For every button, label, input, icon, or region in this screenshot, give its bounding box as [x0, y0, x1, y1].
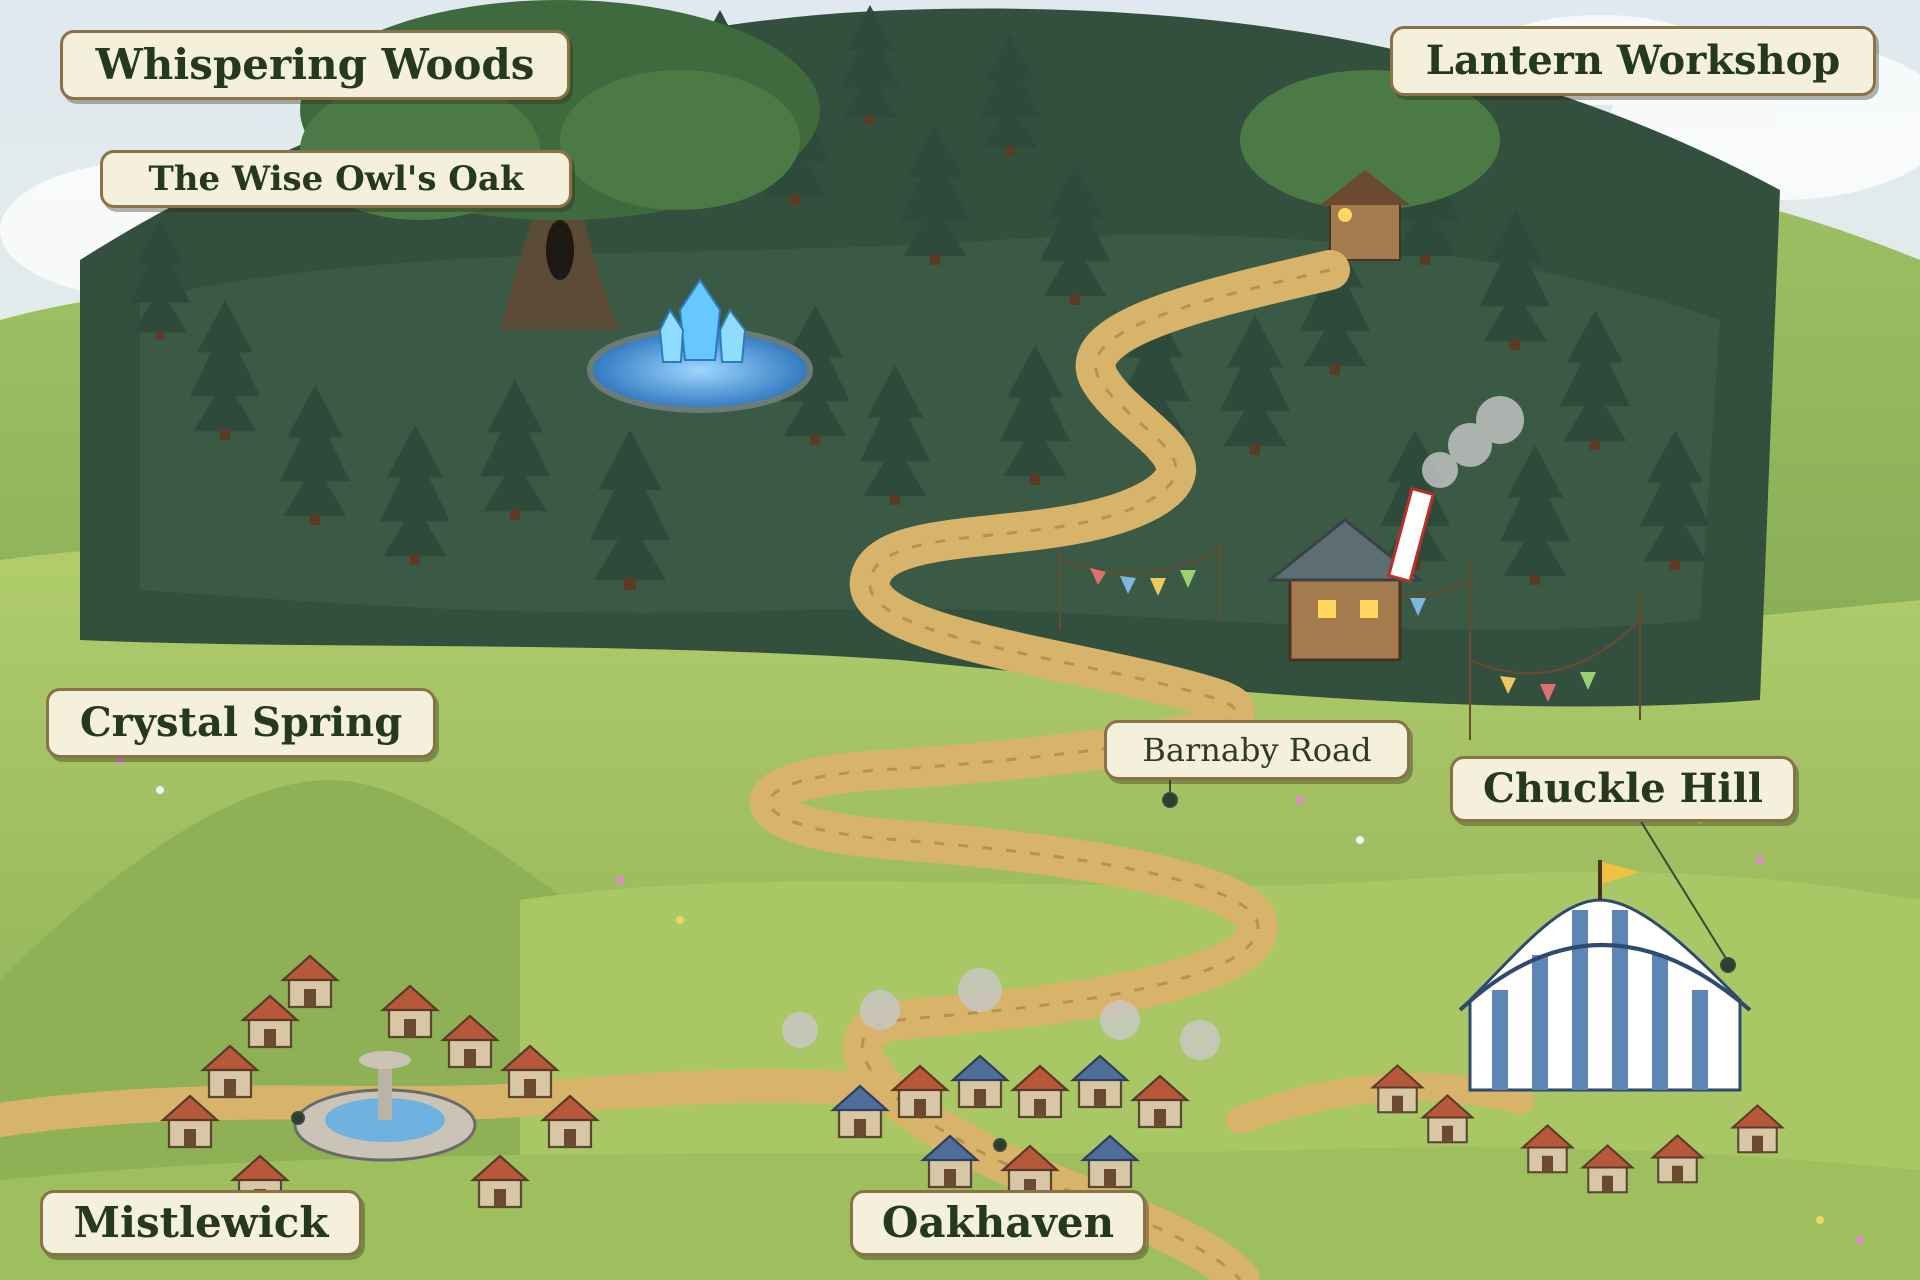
label-pins: [291, 770, 1736, 1152]
circus-tent-icon: [1458, 860, 1752, 1092]
smoke-icon: [782, 968, 1220, 1060]
cottage-icon: [1265, 396, 1524, 662]
wildflowers: [116, 756, 1864, 1244]
label-wise-owls-oak: The Wise Owl's Oak: [100, 150, 572, 208]
label-barnaby-road: Barnaby Road: [1104, 720, 1410, 780]
smoke-icon: [1422, 396, 1524, 488]
village-oakhaven: [782, 968, 1220, 1199]
label-mistlewick: Mistlewick: [40, 1190, 362, 1256]
crystal-icon: [658, 278, 747, 363]
label-lantern-workshop: Lantern Workshop: [1390, 26, 1876, 96]
label-crystal-spring: Crystal Spring: [46, 688, 436, 758]
lantern-workshop-icon: [1240, 70, 1500, 261]
label-chuckle-hill: Chuckle Hill: [1450, 756, 1796, 822]
label-whispering-woods: Whispering Woods: [60, 30, 570, 100]
fountain-icon: [293, 1051, 477, 1162]
label-oakhaven: Oakhaven: [850, 1190, 1146, 1256]
